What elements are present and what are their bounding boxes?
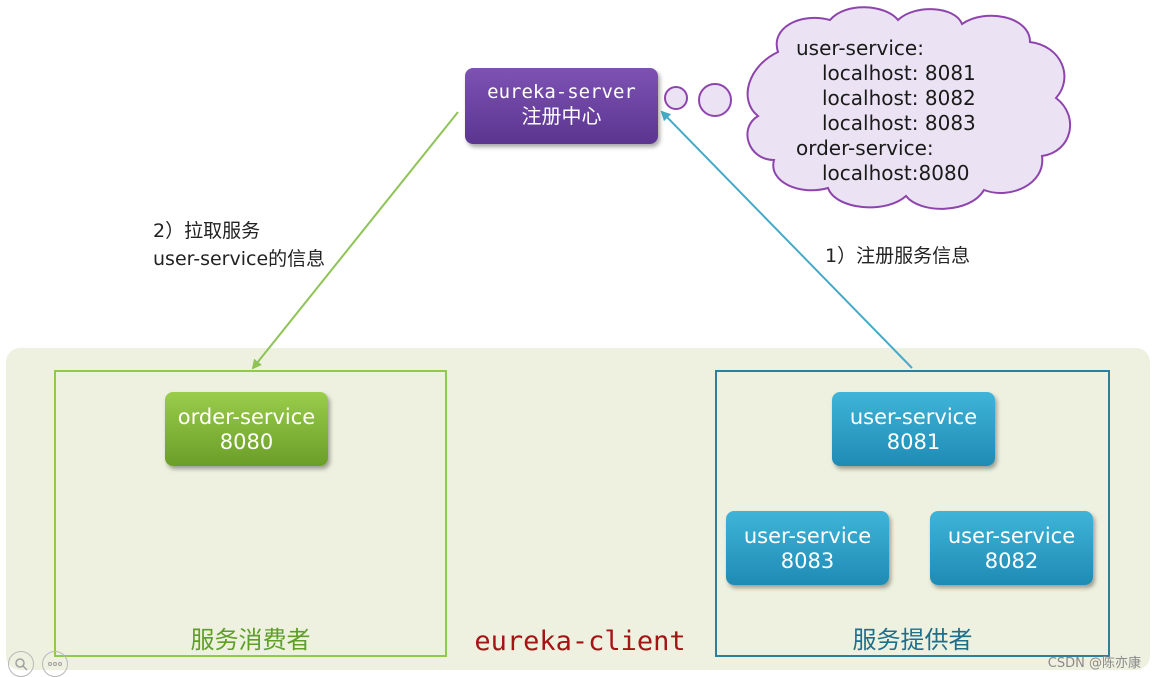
pull-annotation-line2: user-service的信息: [153, 248, 326, 270]
pull-service-annotation: 2）拉取服务 user-service的信息: [153, 217, 325, 273]
user-service-node-8082[interactable]: user-service 8082: [930, 511, 1093, 585]
more-icon[interactable]: [42, 651, 68, 677]
thought-bubble-large: [698, 83, 732, 117]
eureka-server-subtitle: 注册中心: [521, 104, 602, 128]
user-service-node-8083[interactable]: user-service 8083: [726, 511, 889, 585]
zoom-icon[interactable]: [8, 651, 34, 677]
cloud-line-8082: localhost: 8082: [822, 86, 976, 110]
pull-annotation-line1: 2）拉取服务: [153, 220, 261, 242]
thought-bubble-medium: [664, 86, 688, 110]
register-service-arrow: [660, 110, 913, 369]
eureka-server-name: eureka-server: [487, 81, 636, 103]
eureka-server-node[interactable]: eureka-server 注册中心: [465, 68, 658, 144]
cloud-line-user-service: user-service:: [796, 36, 924, 60]
user-service-port: 8081: [886, 430, 941, 454]
provider-group-label: 服务提供者: [852, 626, 973, 654]
order-service-node[interactable]: order-service 8080: [165, 392, 328, 466]
order-service-name: order-service: [177, 405, 316, 429]
user-service-name: user-service: [947, 524, 1076, 548]
cloud-line-8083: localhost: 8083: [822, 111, 976, 135]
cloud-line-8081: localhost: 8081: [822, 61, 976, 85]
eureka-client-label: eureka-client: [474, 626, 686, 657]
registry-cloud-text: user-service: localhost: 8081 localhost:…: [796, 36, 976, 186]
user-service-node-8081[interactable]: user-service 8081: [832, 392, 995, 466]
register-service-annotation: 1）注册服务信息: [825, 245, 971, 267]
user-service-port: 8083: [780, 549, 835, 573]
user-service-name: user-service: [743, 524, 872, 548]
pull-service-arrow: [251, 111, 459, 370]
registry-cloud-shape: [746, 6, 1072, 210]
cloud-line-8080: localhost:8080: [822, 161, 970, 185]
user-service-name: user-service: [849, 405, 978, 429]
consumer-group-label: 服务消费者: [190, 626, 311, 654]
user-service-port: 8082: [984, 549, 1039, 573]
csdn-watermark: CSDN @陈亦康: [1047, 656, 1141, 671]
consumer-group-box: [54, 370, 447, 657]
cloud-line-order-service: order-service:: [796, 136, 934, 160]
order-service-port: 8080: [219, 430, 274, 454]
provider-group-box: [715, 370, 1110, 657]
